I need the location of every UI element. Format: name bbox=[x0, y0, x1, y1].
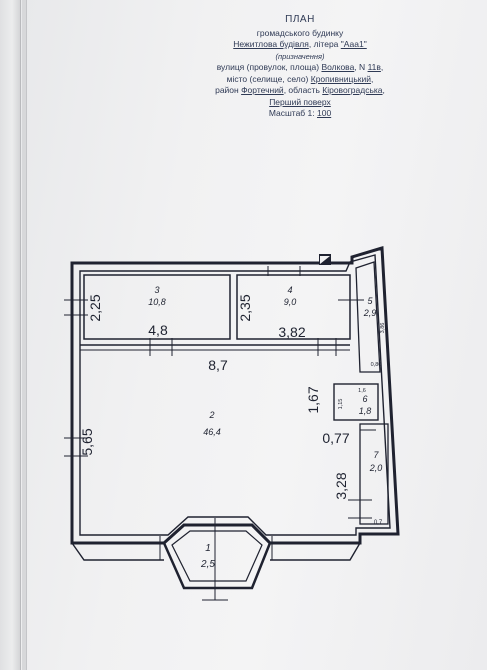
dim-right-b: 0,77 bbox=[322, 430, 349, 446]
hall-right-bevel bbox=[270, 542, 361, 561]
room-4-number: 4 bbox=[287, 285, 292, 295]
room-7-number: 7 bbox=[373, 450, 379, 460]
dim-r5-small: 3,86 bbox=[380, 323, 386, 334]
plan-subtitle: громадського будинку bbox=[256, 27, 344, 38]
region-name: Кіровоградська bbox=[322, 85, 383, 95]
dim-right-a: 1,67 bbox=[305, 386, 321, 413]
street-prefix: вулиця (провулок, площа) bbox=[216, 62, 322, 72]
page-edge-inner bbox=[22, 0, 27, 670]
scale-label: Масштаб 1: bbox=[268, 108, 317, 118]
dim-r6-top: 1,6 bbox=[358, 388, 366, 394]
dim-r4-height: 2,35 bbox=[237, 294, 253, 321]
room-1-area: 2,5 bbox=[200, 559, 215, 570]
city-prefix: місто (селище, село) bbox=[226, 73, 311, 84]
city-name: Кропивницький bbox=[310, 73, 371, 84]
dim-r5-bottom: 0,86 bbox=[371, 362, 382, 368]
room-2-number: 2 bbox=[208, 410, 214, 420]
bay-window-outer bbox=[162, 523, 272, 590]
room-4-area: 9,0 bbox=[284, 297, 297, 307]
dim-hall-height: 5,65 bbox=[79, 428, 95, 455]
district-prefix: район bbox=[215, 85, 242, 95]
room-7-walls bbox=[359, 423, 389, 525]
room-1-number: 1 bbox=[205, 543, 211, 554]
chimney-marker-highlight bbox=[320, 256, 330, 264]
street-name: Волкова bbox=[321, 62, 355, 72]
room-6-number: 6 bbox=[362, 394, 367, 404]
region-prefix: , область bbox=[283, 85, 323, 95]
plan-header: ПЛАН громадського будинку Нежитлова буді… bbox=[150, 14, 450, 120]
street-line: вулиця (провулок, площа) Волкова, N 11в, bbox=[150, 62, 450, 74]
room-4-walls bbox=[236, 274, 351, 340]
dim-r4-width: 3,82 bbox=[278, 324, 305, 340]
room-2-area: 46,4 bbox=[203, 427, 221, 437]
room-7-area: 2,0 bbox=[369, 463, 383, 473]
floor-label: Перший поверх bbox=[269, 96, 331, 107]
scale-line: Масштаб 1: 100 bbox=[150, 108, 450, 120]
designation-code: "Ааа1" bbox=[340, 39, 367, 49]
room-5-area: 2,9 bbox=[363, 308, 377, 318]
city-line: місто (селище, село) Кропивницький, bbox=[150, 74, 450, 86]
room-3-walls bbox=[83, 274, 231, 340]
designation-note: (призначення) bbox=[275, 51, 325, 61]
dim-r7-bottom: 0,7 bbox=[374, 520, 383, 526]
bay-window-inner bbox=[171, 530, 263, 582]
region-end: , bbox=[382, 85, 385, 95]
designation-prefix: Нежитлова будівля bbox=[233, 39, 309, 49]
room-5-number: 5 bbox=[367, 296, 373, 306]
outer-wall bbox=[70, 246, 400, 545]
hall-left-bevel bbox=[71, 542, 164, 561]
dim-r3-height: 2,25 bbox=[87, 294, 103, 321]
room-6-area: 1,8 bbox=[359, 406, 372, 416]
outer-wall-inner bbox=[79, 254, 391, 536]
street-no: 11в bbox=[367, 62, 381, 72]
street-end: , bbox=[380, 62, 384, 72]
room-5-walls bbox=[355, 261, 381, 373]
dim-hall-width: 8,7 bbox=[208, 357, 228, 373]
scale-value: 100 bbox=[317, 108, 332, 118]
dim-r3-width: 4,8 bbox=[148, 322, 168, 338]
district-line: район Фортечний, область Кіровоградська, bbox=[150, 85, 450, 97]
building-designation: Нежитлова будівля, літера "Ааа1" bbox=[150, 39, 450, 51]
dim-r6-side: 1,15 bbox=[338, 399, 344, 410]
designation-mid: , літера bbox=[308, 39, 341, 49]
street-no-prefix: , N bbox=[354, 62, 368, 72]
dim-right-c: 3,28 bbox=[333, 472, 349, 499]
room-3-number: 3 bbox=[154, 285, 159, 295]
district-name: Фортечний bbox=[241, 85, 284, 95]
room-6-walls bbox=[333, 383, 379, 421]
page-edge bbox=[0, 0, 21, 670]
plan-title: ПЛАН bbox=[285, 14, 315, 25]
room-3-area: 10,8 bbox=[148, 297, 166, 307]
city-end: , bbox=[370, 73, 374, 84]
